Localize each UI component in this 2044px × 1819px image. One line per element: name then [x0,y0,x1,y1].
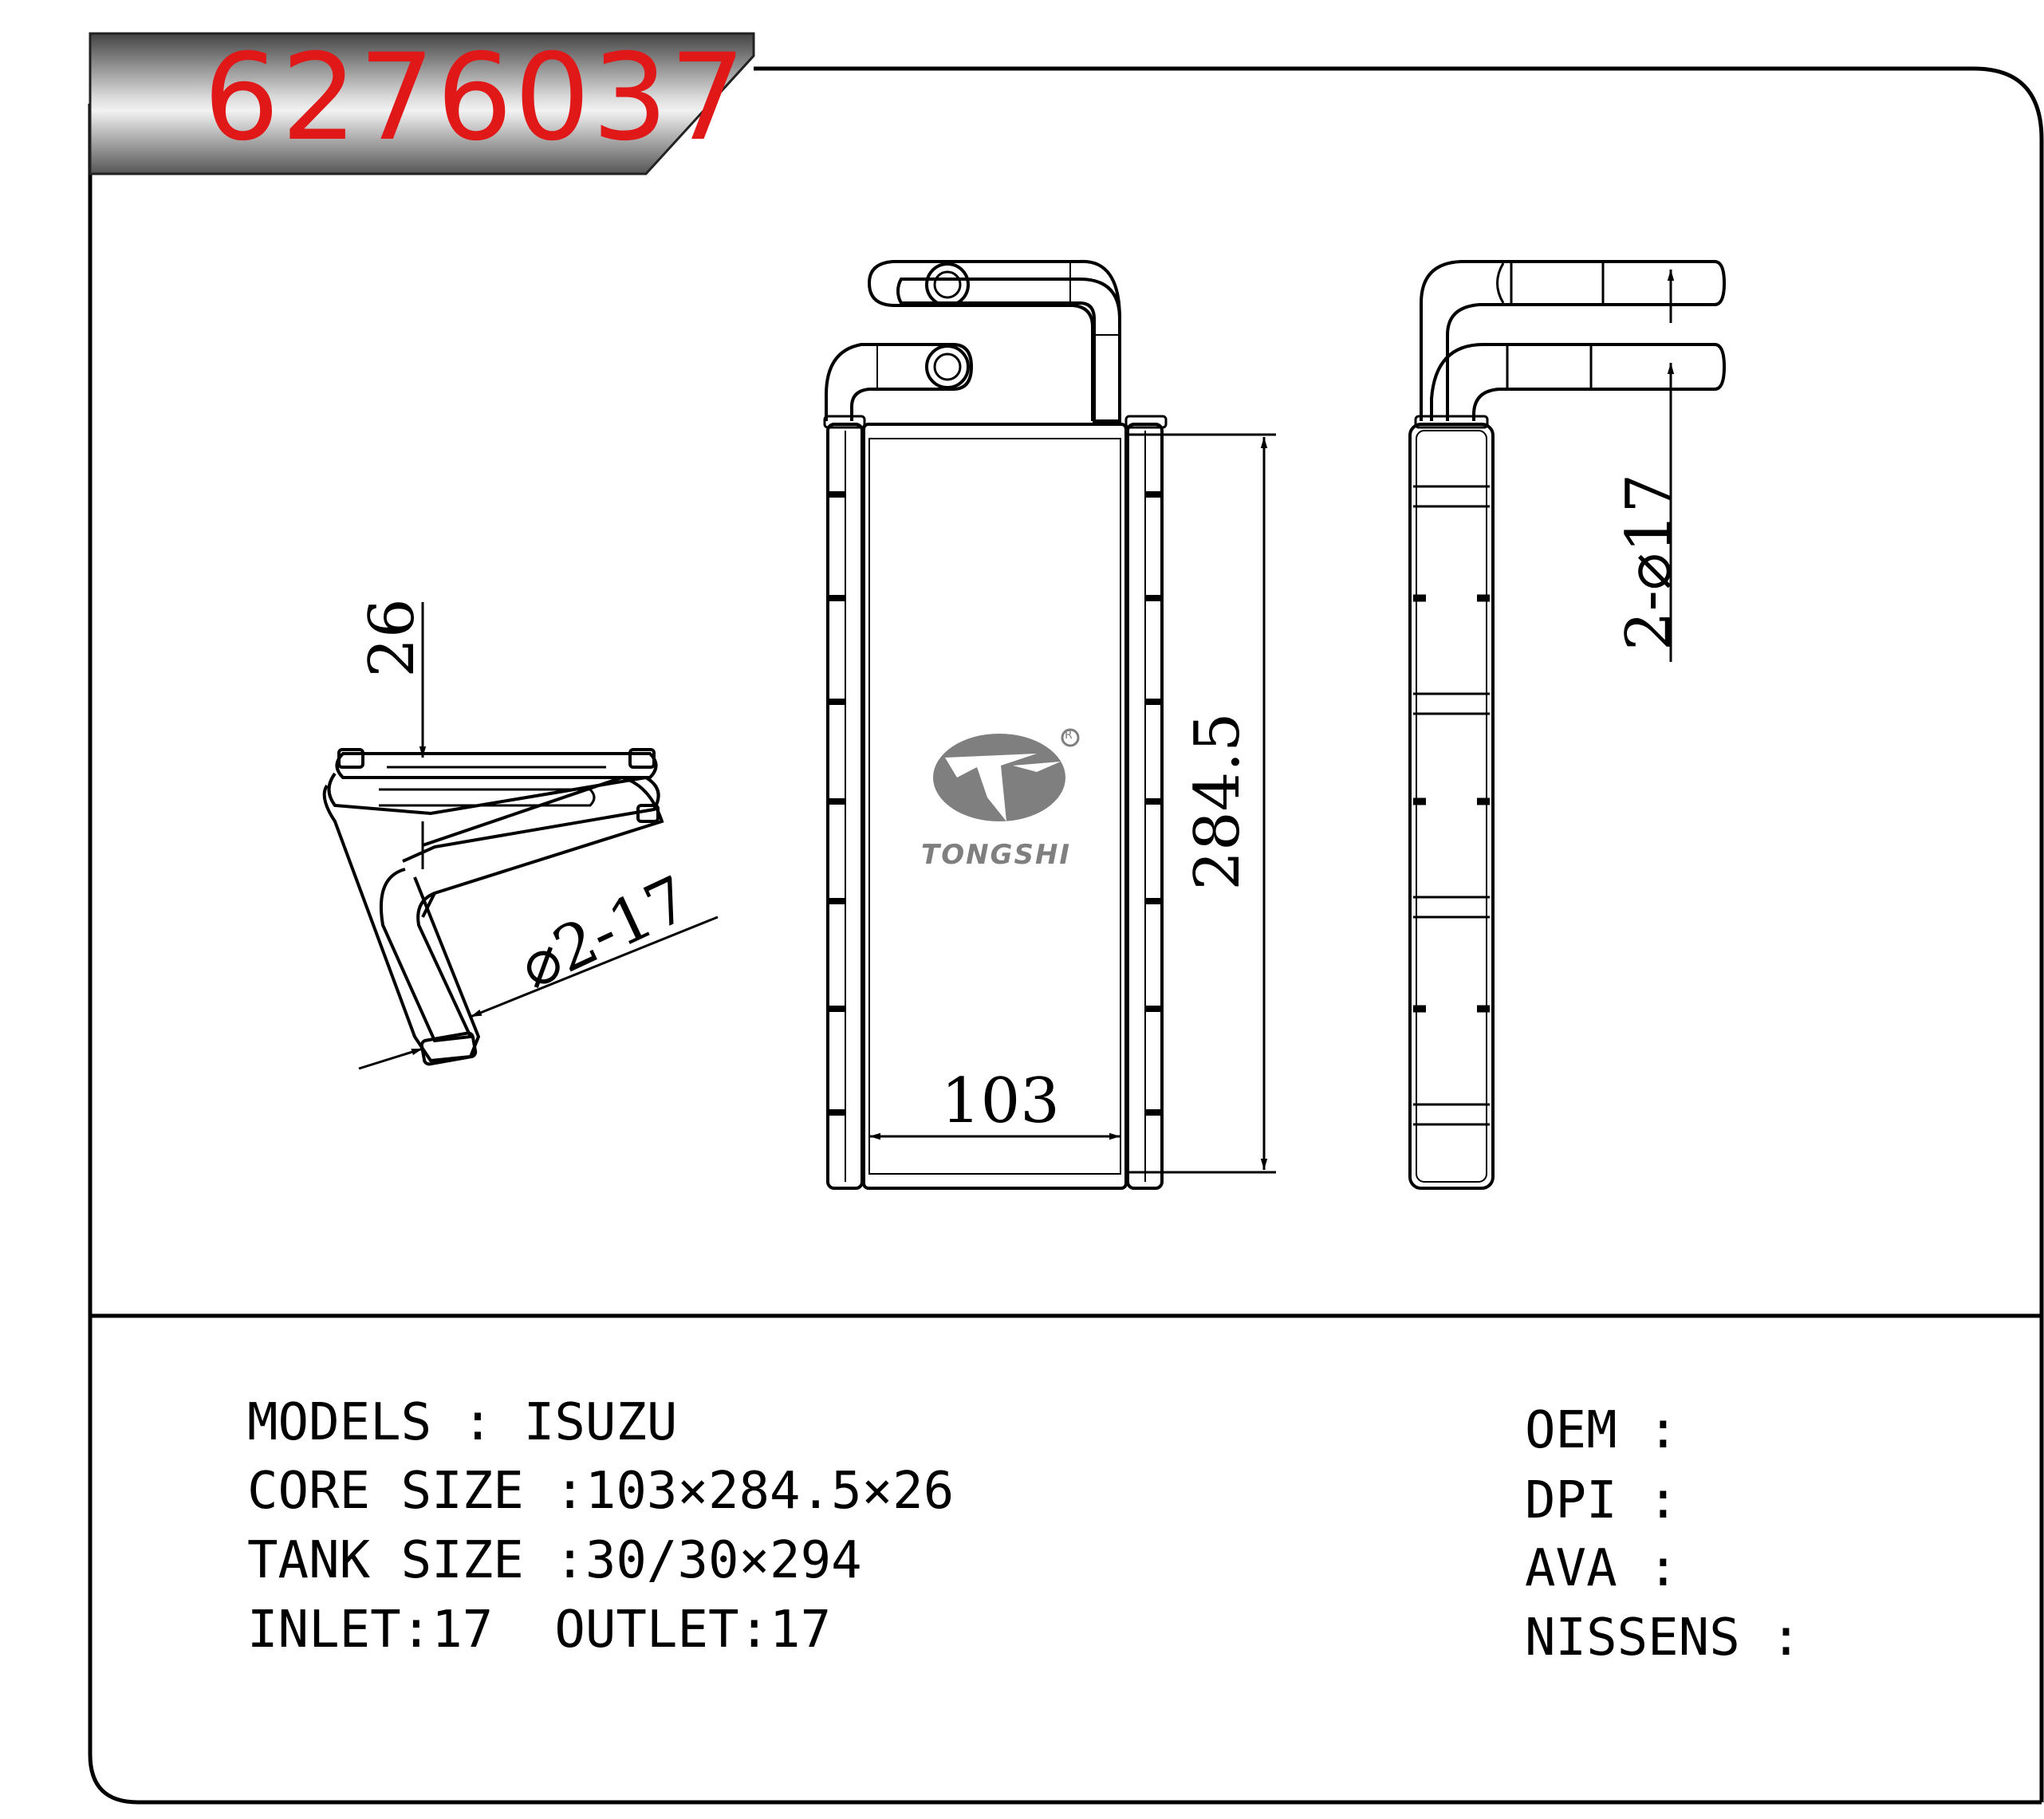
spec-nissens: NISSENS : [1525,1608,1802,1667]
side-upper-pipe [1420,260,1727,421]
core [862,423,1128,1190]
iso-lower-pipe [421,775,664,918]
spec-ava: AVA : [1525,1539,1679,1598]
iso-upper-pipe [327,772,660,863]
spec-models: MODELS : ISUZU [247,1393,678,1452]
spec-oem: OEM : [1525,1401,1679,1460]
inlet-pipe [825,343,974,421]
side-tank [1408,423,1495,1190]
iso-view [322,748,664,1066]
core-height-label: 284.5 [1182,712,1254,891]
outlet-pipe [896,278,1121,423]
core-width-label: 103 [941,1065,1060,1137]
logo-wordmark: TONGSHI [921,839,1072,871]
registered-mark: R [1065,729,1073,742]
front-dimensions [869,433,1276,1174]
iso-dimensions [358,602,719,1070]
spec-inlet-outlet: INLET:17 OUTLET:17 [247,1600,832,1660]
pipe-side-label: 2-⌀17 [1613,473,1685,652]
side-lower-pipe [1430,343,1727,421]
spec-dpi: DPI : [1525,1471,1679,1530]
part-number: 6276037 [203,29,748,167]
spec-core-size: CORE SIZE :103×284.5×26 [247,1462,955,1521]
title-banner [89,32,755,175]
tongshi-logo [933,728,1080,821]
front-view [823,259,1168,1190]
side-view [1408,260,1727,1190]
spec-tank-size: TANK SIZE :30/30×294 [247,1531,862,1590]
core-thickness-label: 26 [356,598,428,678]
